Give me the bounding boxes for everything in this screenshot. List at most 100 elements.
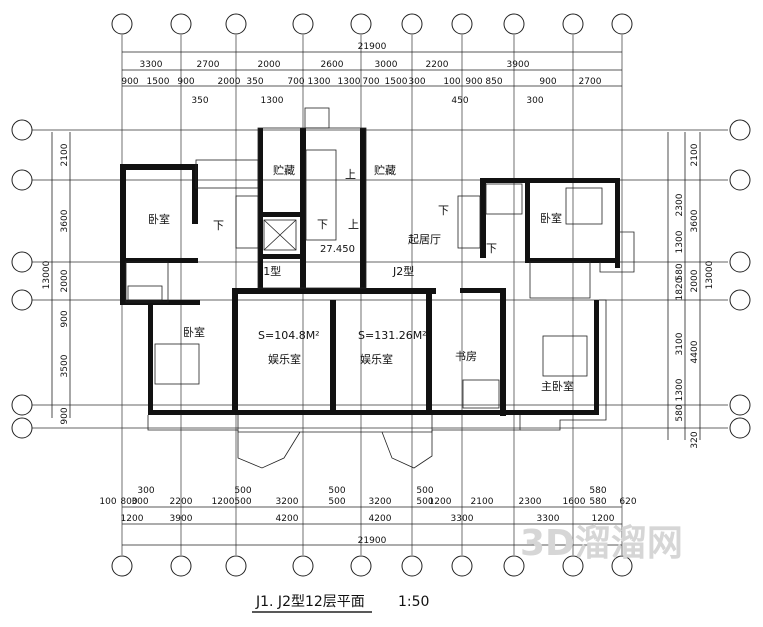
axis-bubble-bottom: [503, 555, 525, 577]
dimension-label: 1300: [261, 96, 284, 106]
dimension-label: 2100: [60, 143, 70, 166]
outlines: [125, 107, 635, 469]
dimension-label: 2200: [170, 497, 193, 507]
dimension-label: 3000: [375, 60, 398, 70]
stair-down-3: 下: [438, 204, 449, 217]
watermark: 3D溜溜网: [520, 523, 683, 564]
dimension-label: 900: [60, 310, 70, 327]
dimension-label: 3300: [140, 60, 163, 70]
dimension-label: 350: [191, 96, 208, 106]
dimension-label: 1200: [121, 514, 144, 524]
axis-bubble-bottom: [562, 555, 584, 577]
dimension-label: 2000: [60, 269, 70, 292]
dimension-label: 1300: [675, 378, 685, 401]
dimension-label: 100: [443, 77, 460, 87]
dimension-label: 2600: [321, 60, 344, 70]
axis-bubble-right: [729, 289, 751, 311]
dimension-label: 500: [328, 486, 345, 496]
axis-bubble-right: [729, 251, 751, 273]
dimension-label: 2700: [579, 77, 602, 87]
dimension-label: 3300: [537, 514, 560, 524]
dimension-label: 3300: [451, 514, 474, 524]
dimension-label: 900: [539, 77, 556, 87]
stair-up-2: 上: [345, 168, 356, 181]
axis-bubble-bottom: [611, 555, 633, 577]
axis-bubble-right: [729, 169, 751, 191]
stair-down-2: 下: [317, 218, 328, 231]
dimension-label: 1200: [429, 497, 452, 507]
dimension-label: 3600: [60, 209, 70, 232]
axis-bubble-left: [11, 394, 33, 416]
room-storage-right: 贮藏: [374, 164, 396, 177]
dimension-label: 900: [121, 77, 138, 87]
dimension-label: 500: [328, 497, 345, 507]
axis-bubble-left: [11, 417, 33, 439]
axis-bubble-top: [503, 13, 525, 35]
dimension-label: 2300: [675, 193, 685, 216]
dimension-label: 300: [137, 486, 154, 496]
axis-bubble-bottom: [350, 555, 372, 577]
axis-bubble-top: [170, 13, 192, 35]
room-storage-left: 贮藏: [273, 164, 295, 177]
dimension-label: 620: [619, 497, 636, 507]
axis-bubble-right: [729, 119, 751, 141]
unit-type-j1: J1型: [259, 264, 281, 278]
dimension-label: 320: [690, 431, 700, 448]
axis-bubble-bottom: [292, 555, 314, 577]
room-living: 起居厅: [408, 233, 441, 246]
dimension-label: 2000: [218, 77, 241, 87]
dimension-label: 1200: [592, 514, 615, 524]
dimension-label: 3900: [170, 514, 193, 524]
room-entertainment-right: 娱乐室: [360, 352, 393, 366]
stair-down-4: 下: [486, 242, 497, 255]
area-left: S=104.8M²: [258, 329, 320, 342]
dimension-label: 4400: [690, 340, 700, 363]
dimension-label: 580: [589, 497, 606, 507]
dimension-label: 2000: [690, 269, 700, 292]
dimension-label: 1600: [563, 497, 586, 507]
dimension-label: 2100: [471, 497, 494, 507]
dimension-label: 3600: [690, 209, 700, 232]
dimension-label: 300: [131, 497, 148, 507]
axis-bubble-left: [11, 119, 33, 141]
room-study: 书房: [455, 350, 477, 363]
axis-bubble-top: [451, 13, 473, 35]
scale-text: 1:50: [398, 594, 429, 610]
axis-bubble-top: [350, 13, 372, 35]
area-right: S=131.26M²: [358, 329, 427, 342]
axis-bubbles: [11, 13, 751, 577]
unit-type-j2: J2型: [392, 264, 414, 278]
dimension-label: 800: [120, 497, 137, 507]
dimension-label: 500: [234, 486, 251, 496]
dimension-label: 500: [416, 497, 433, 507]
dimension-label: 2200: [426, 60, 449, 70]
dimension-label: 3200: [276, 497, 299, 507]
axis-bubble-bottom: [401, 555, 423, 577]
axis-bubble-bottom: [225, 555, 247, 577]
dimension-label: 900: [177, 77, 194, 87]
dimension-label: 2700: [197, 60, 220, 70]
dimension-label: 4200: [276, 514, 299, 524]
dimension-label: 3200: [369, 497, 392, 507]
room-labels: 卧室 卧室 卧室 主卧室 贮藏 贮藏 起居厅 娱乐室 娱乐室 书房 S=104.…: [148, 164, 574, 393]
room-bedroom-2: 卧室: [183, 325, 205, 339]
dimension-label: 700: [287, 77, 304, 87]
axis-grid: [32, 35, 728, 555]
axis-bubble-left: [11, 289, 33, 311]
dimension-label: 1500: [147, 77, 170, 87]
title-text: J1. J2型12层平面: [255, 594, 365, 610]
dimension-label: 580: [675, 404, 685, 421]
dimension-label: 700: [362, 77, 379, 87]
dimension-label: 900: [60, 407, 70, 424]
